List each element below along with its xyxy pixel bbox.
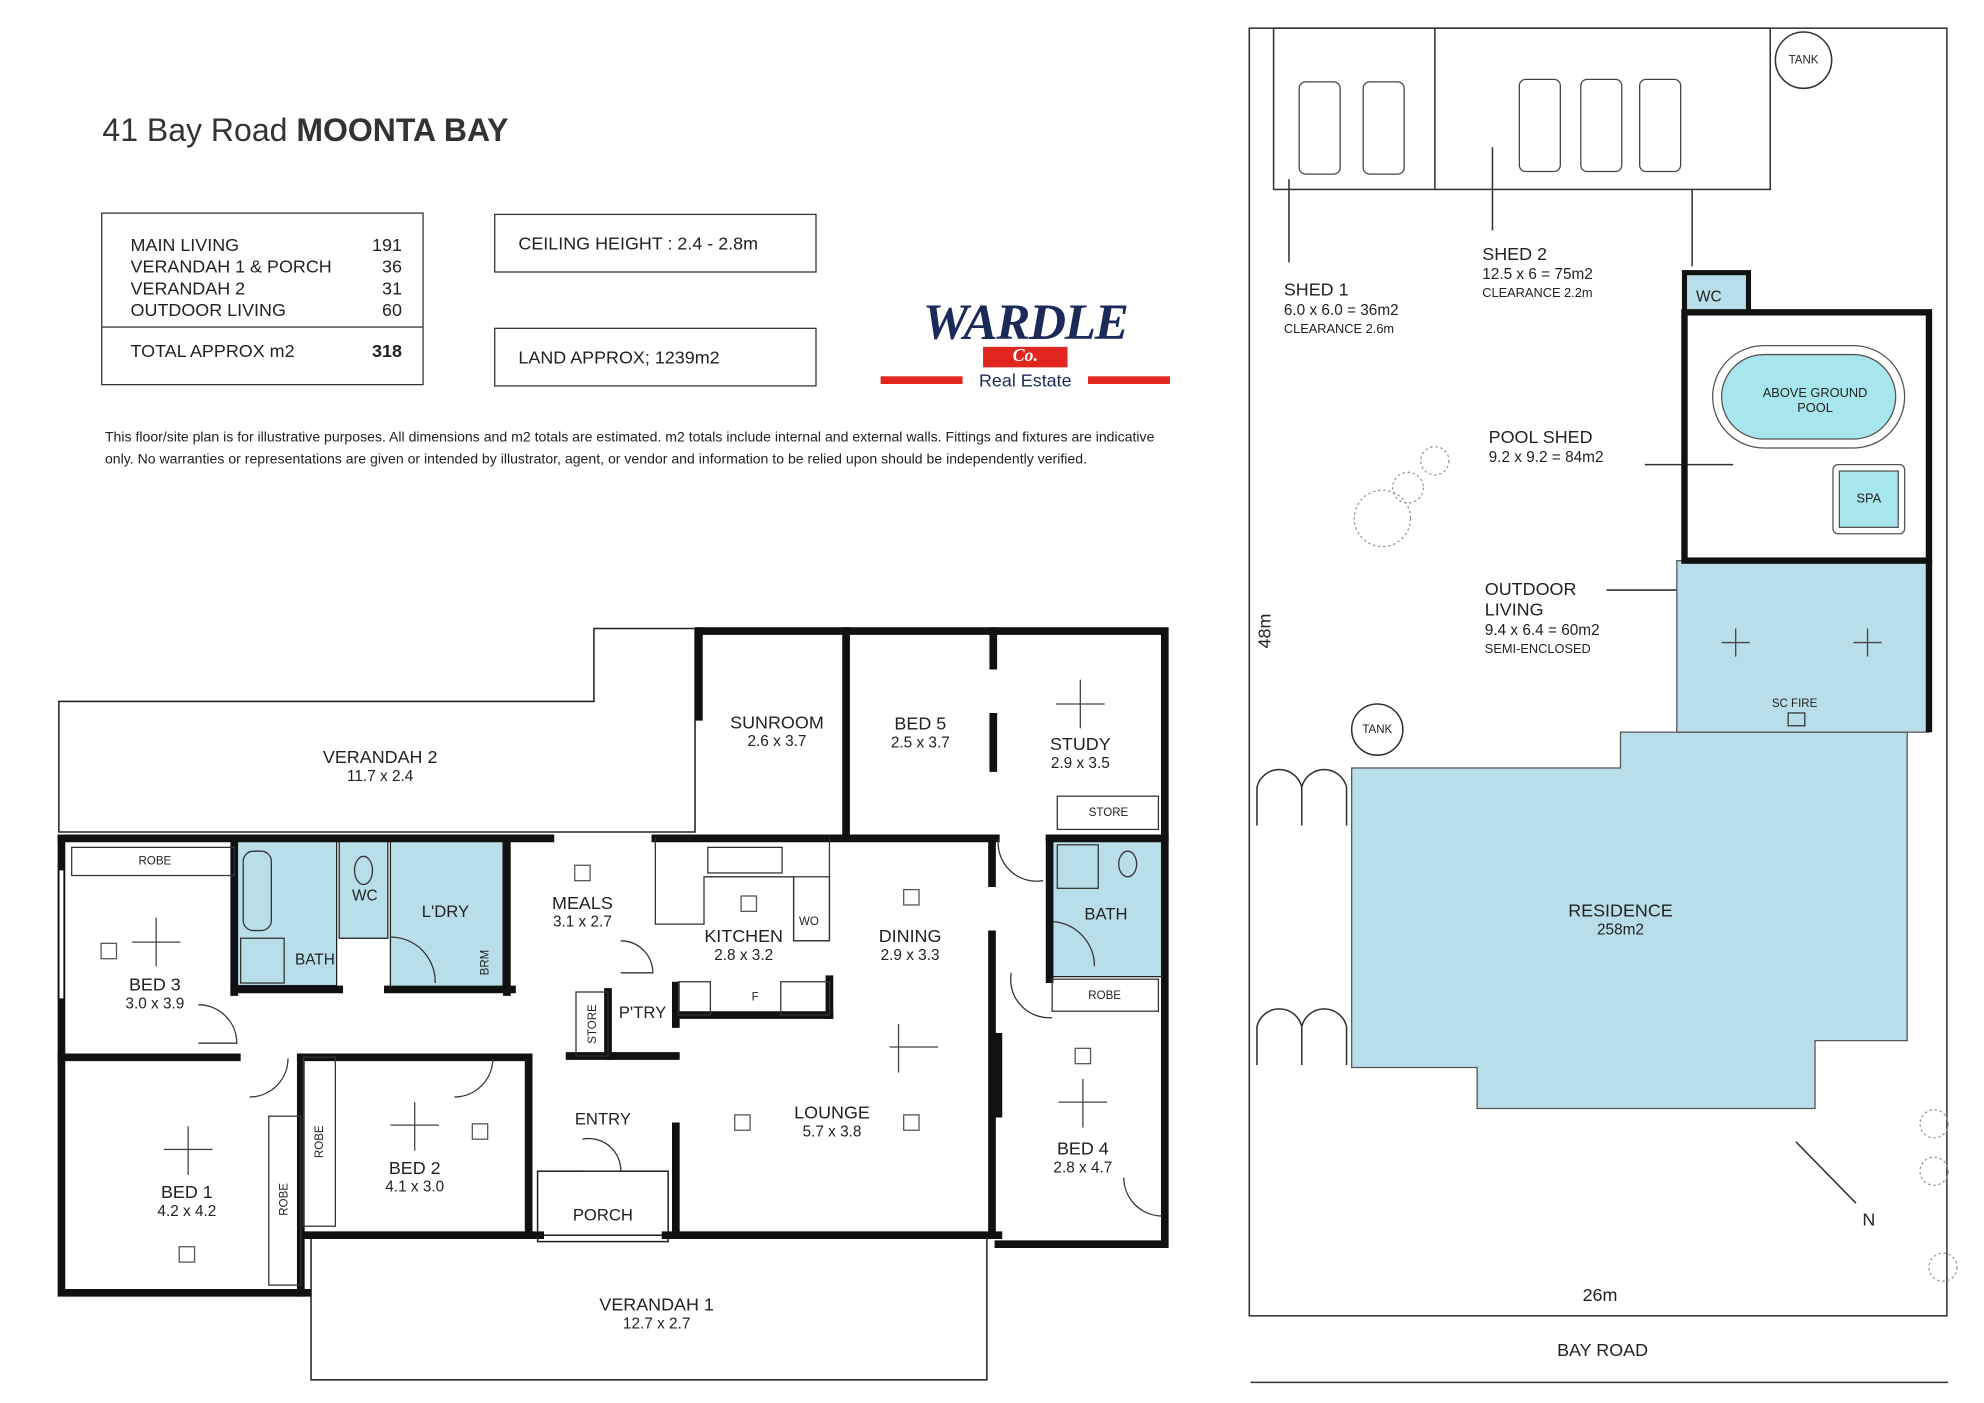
entry-label: ENTRY — [574, 1109, 631, 1129]
logo-subtitle: Real Estate — [962, 369, 1088, 391]
street-name: BAY ROAD — [1557, 1339, 1649, 1360]
robe-label: ROBE — [138, 854, 172, 868]
car-icons — [1298, 78, 1682, 175]
tank-2 — [1350, 703, 1404, 756]
tank-label: TANK — [1788, 53, 1819, 66]
verandah-2-outline — [58, 627, 696, 833]
logo-wordmark: WARDLE — [922, 299, 1129, 346]
fridge-label: F — [751, 990, 759, 1003]
robe-label: ROBE — [277, 1183, 290, 1216]
spa-label: SPA — [1856, 492, 1882, 507]
spa — [1838, 470, 1899, 528]
outdoor-living-area — [1676, 559, 1930, 733]
broom-cupboard-label: BRM — [478, 949, 491, 976]
site-width-label: 26m — [1582, 1284, 1618, 1305]
laundry-area — [389, 840, 504, 991]
bath-label: BATH — [1084, 904, 1128, 924]
land-area-box: LAND APPROX; 1239m2 — [494, 327, 817, 387]
light-icons — [100, 864, 1092, 1263]
wall-oven-label: WO — [799, 914, 819, 928]
disclaimer: This floor/site plan is for illustrative… — [104, 430, 1155, 468]
residence-footprint — [1351, 731, 1908, 1110]
store-label: STORE — [585, 1004, 599, 1044]
shed-wc-label: WC — [1696, 287, 1722, 306]
pool-label: ABOVE GROUND POOL — [1762, 386, 1868, 416]
shed-outline — [1272, 27, 1772, 191]
laundry-label: L'DRY — [421, 901, 470, 921]
divider — [102, 326, 423, 328]
tree-icons — [1353, 446, 1958, 1282]
wc-area — [338, 840, 389, 939]
wc-label: WC — [352, 886, 378, 905]
shed-wc — [1681, 270, 1752, 315]
wardle-logo: WARDLE Co. Real Estate — [880, 299, 1170, 392]
pantry-label: P'TRY — [618, 1002, 667, 1023]
site-depth-label: 48m — [1253, 613, 1275, 649]
walls — [57, 627, 1169, 1297]
slow-combustion-fire-label: SC FIRE — [1771, 696, 1818, 710]
tank-1 — [1774, 31, 1833, 90]
bath-label: BATH — [294, 950, 335, 969]
store-label: STORE — [1088, 805, 1129, 819]
fan-icons — [131, 679, 1108, 1176]
page-title: 41 Bay Road MOONTA BAY — [102, 112, 509, 149]
robe-label: ROBE — [312, 1125, 326, 1159]
robe-label: ROBE — [1088, 988, 1121, 1002]
tank-label: TANK — [1362, 722, 1393, 736]
pool — [1720, 353, 1897, 440]
bath-2-area — [1051, 840, 1163, 978]
verandah-1-outline — [310, 1234, 988, 1381]
porch-label: PORCH — [572, 1205, 633, 1225]
logo-co: Co. — [983, 346, 1068, 368]
north-arrow-label: N — [1862, 1208, 1876, 1230]
ceiling-height-box: CEILING HEIGHT : 2.4 - 2.8m — [494, 213, 817, 273]
pool-shed — [1681, 309, 1933, 564]
